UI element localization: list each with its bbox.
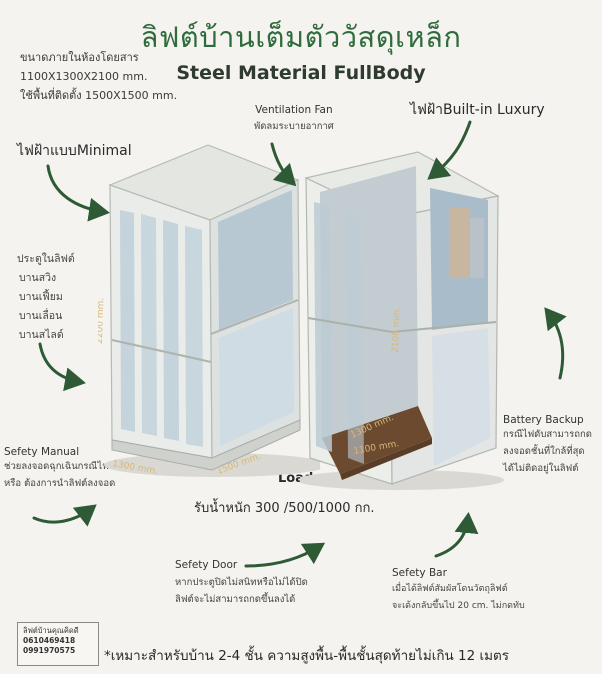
safety-door-label: Sefety Door หากประตูปิดไม่สนิทหรือไม่ได้… xyxy=(175,559,308,608)
light-luxury-label: ไฟฝ้าBuilt-in Luxury xyxy=(410,102,545,118)
spec-line-1: ขนาดภายในห้องโดยสาร xyxy=(20,51,139,64)
arrow-safety-manual xyxy=(32,504,97,527)
arrow-safety-door xyxy=(244,542,326,568)
cabin-specs: ขนาดภายในห้องโดยสาร 1100X1300X2100 mm. ใ… xyxy=(20,48,177,105)
door-type-item: บานเลื่อน xyxy=(19,310,63,322)
door-type-item: บานสวิง xyxy=(19,272,57,284)
battery-line-2: ลงจอดชั้นที่ใกล้ที่สุด xyxy=(503,446,585,457)
safety-manual-label: Sefety Manual ช่วยลงจอดฉุกเฉินกรณีไฟดับ … xyxy=(4,446,121,492)
load-capacity-text: รับน้ำหนัก 300 /500/1000 กก. xyxy=(194,501,375,516)
arrow-doors xyxy=(38,342,86,392)
arrow-battery xyxy=(544,307,567,380)
contact-phone-1: 0610469418 xyxy=(23,636,76,645)
battery-backup-label: Battery Backup กรณีไฟดับสามารถกด ลงจอดชั… xyxy=(503,414,592,477)
light-minimal-label: ไฟฝ้าแบบMinimal xyxy=(17,143,132,159)
safety-bar-line-2: จะเด้งกลับขึ้นไป 20 cm. ไม่กดทับ xyxy=(392,601,525,611)
battery-line-1: กรณีไฟดับสามารถกด xyxy=(503,429,592,440)
door-type-item: บานสไลด์ xyxy=(19,329,64,341)
safety-door-line-2: ลิฟต์จะไม่สามารถกดขึ้นลงได้ xyxy=(175,594,296,605)
page-title-thai: ลิฟต์บ้านเต็มตัววัสดุเหล็ก xyxy=(140,20,462,54)
arrow-safety-bar xyxy=(434,512,479,558)
ventilation-desc: พัดลมระบายอากาศ xyxy=(254,121,334,132)
left-height-dim: 2200 mm. xyxy=(98,298,106,344)
door-types: ประตูในลิฟต์ บานสวิง บานเฟี้ยม บานเลื่อน… xyxy=(17,250,75,345)
battery-title: Battery Backup xyxy=(503,414,584,426)
arrow-minimal-light xyxy=(46,164,110,222)
door-type-item: บานเฟี้ยม xyxy=(19,291,63,303)
contact-phone-2: 0991970575 xyxy=(23,646,76,655)
arrow-ventilation xyxy=(270,142,297,187)
safety-manual-line-2: หรือ ต้องการนำลิฟต์ลงจอด xyxy=(4,478,116,489)
safety-bar-line-1: เมื่อได้ลิฟต์สัมผัสโดนวัตถุลิฟต์ xyxy=(392,584,508,594)
spec-line-2: 1100X1300X2100 mm. xyxy=(20,70,148,83)
page-title-english: Steel Material FullBody xyxy=(176,62,426,84)
safety-manual-title: Sefety Manual xyxy=(4,446,80,458)
elevator-luxury-illustration: 2100 mm. 1300 mm. 1100 mm. xyxy=(300,151,504,490)
ventilation-fan-label: Ventilation Fan พัดลมระบายอากาศ xyxy=(254,104,334,135)
spec-line-3: ใช้พื้นที่ติดตั้ง 1500X1500 mm. xyxy=(20,89,178,102)
contact-box: ลิฟต์บ้านคุณคิดดี 0610469418 0991970575 xyxy=(17,622,99,666)
door-types-title: ประตูในลิฟต์ xyxy=(17,253,75,265)
safety-bar-label: Sefety Bar เมื่อได้ลิฟต์สัมผัสโดนวัตถุลิ… xyxy=(392,567,525,615)
safety-door-title: Sefety Door xyxy=(175,559,238,571)
footnote: *เหมาะสำหรับบ้าน 2-4 ชั้น ความสูงพื้น-พื… xyxy=(104,648,510,664)
elevator-minimal-illustration: 2200 mm. 1300 mm. 1500 mm. xyxy=(98,144,320,477)
safety-manual-line-1: ช่วยลงจอดฉุกเฉินกรณีไฟดับ xyxy=(4,461,122,472)
ventilation-title: Ventilation Fan xyxy=(255,104,333,116)
right-height-dim: 2100 mm. xyxy=(391,307,403,353)
safety-door-line-1: หากประตูปิดไม่สนิทหรือไม่ได้ปิด xyxy=(175,577,308,588)
arrow-luxury-light xyxy=(427,120,472,180)
safety-bar-title: Sefety Bar xyxy=(392,567,447,579)
contact-name: ลิฟต์บ้านคุณคิดดี xyxy=(23,626,79,635)
battery-line-3: ได้ไม่ติดอยู่ในลิฟต์ xyxy=(503,463,579,474)
